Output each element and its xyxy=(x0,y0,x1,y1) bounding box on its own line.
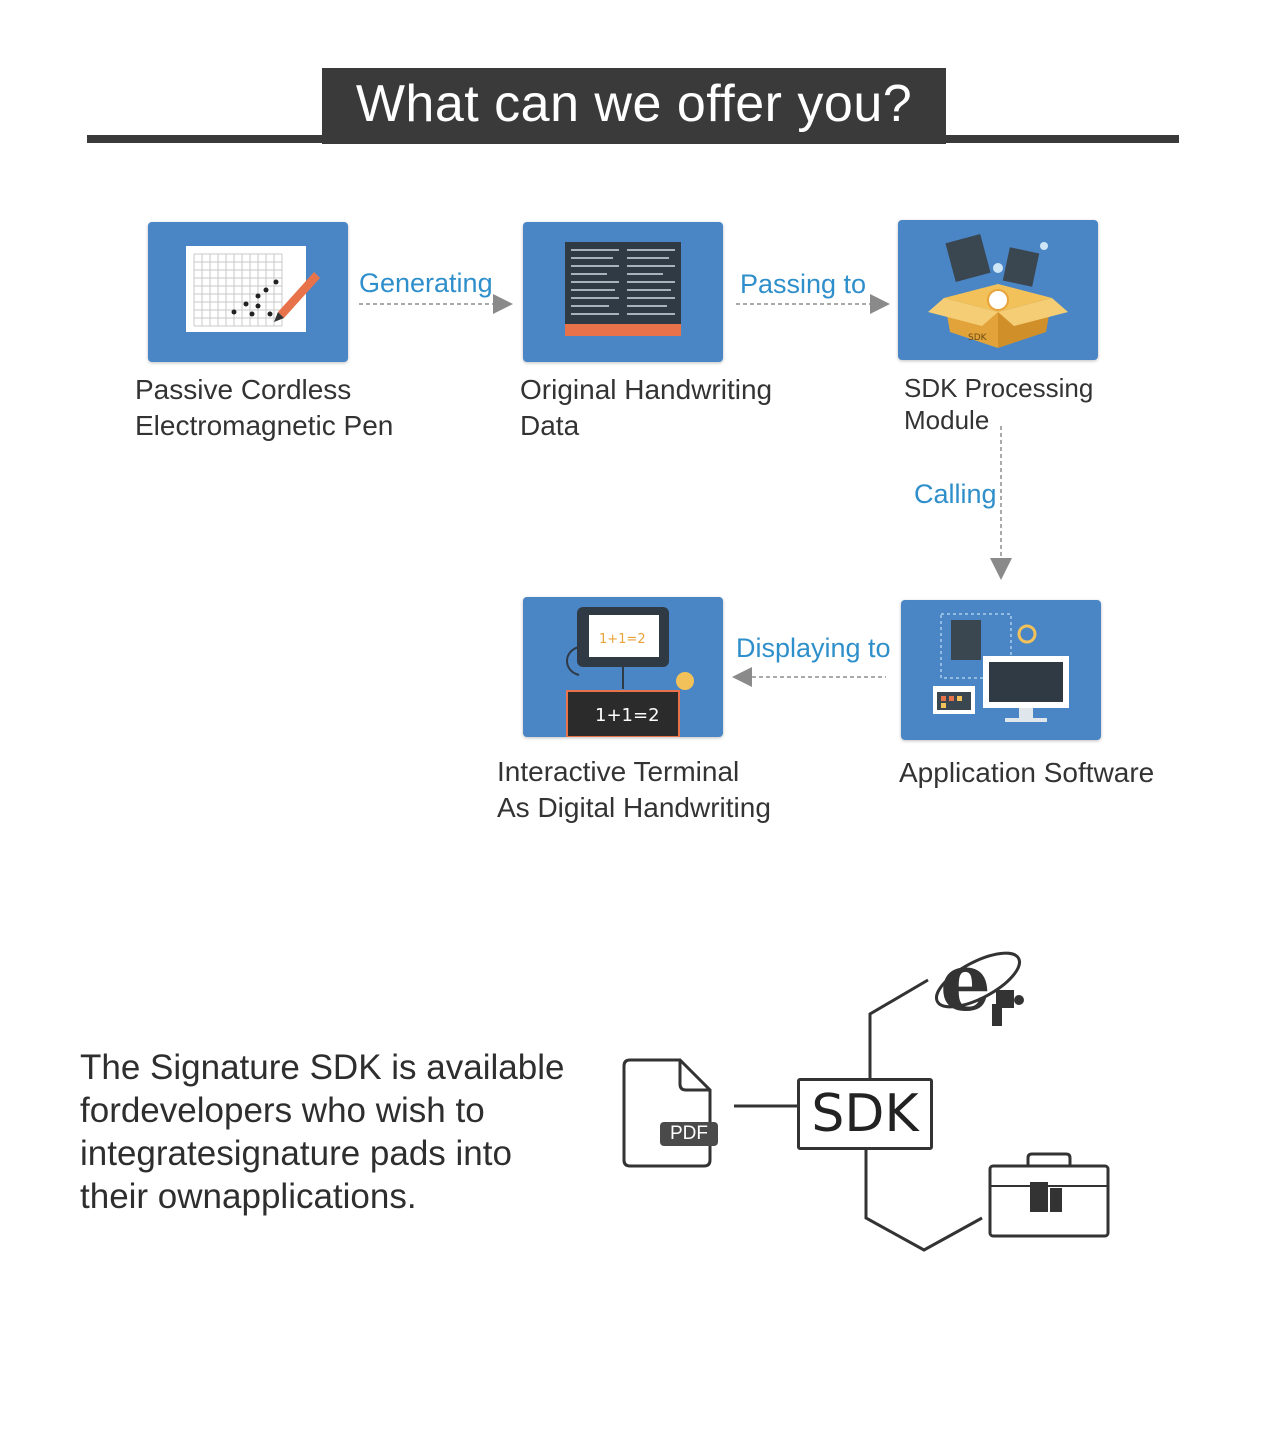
app-software-icon xyxy=(933,613,1069,722)
right-arrow-icon xyxy=(734,292,894,316)
passing-flow-label: Passing to xyxy=(740,269,867,299)
application-software-card xyxy=(901,600,1101,740)
application-software-label: Application Software xyxy=(899,757,1155,788)
pdf-tag: PDF xyxy=(660,1122,718,1146)
toolbox-icon xyxy=(988,1152,1110,1238)
generating-flow-label: Generating xyxy=(359,268,493,298)
sdk-description: The Signature SDK is available fordevelo… xyxy=(80,1048,565,1216)
sdk-box-icon: SDK xyxy=(928,234,1068,348)
pen-grid-icon xyxy=(186,246,320,332)
svg-text:1+1=2: 1+1=2 xyxy=(595,705,660,726)
browser-plugin-icon: e xyxy=(935,935,1024,1029)
svg-text:1+1=2: 1+1=2 xyxy=(599,632,646,647)
sdk-center-box: SDK xyxy=(797,1078,933,1150)
sdk-processing-card: SDK xyxy=(898,220,1098,360)
svg-text:e: e xyxy=(940,935,991,1029)
terminal-tablet-icon: 1+1=2 1+1=2 xyxy=(566,607,694,737)
svg-text:SDK: SDK xyxy=(968,333,988,343)
down-arrow-icon xyxy=(988,424,1014,582)
calling-flow-label: Calling xyxy=(914,479,997,509)
displaying-flow-label: Displaying to xyxy=(736,633,891,663)
right-arrow-icon xyxy=(357,292,517,316)
pen-card xyxy=(148,222,348,362)
interactive-terminal-card: 1+1=2 1+1=2 xyxy=(523,597,723,737)
pdf-file-icon xyxy=(622,1058,712,1168)
left-arrow-icon xyxy=(728,665,888,689)
data-screen-icon xyxy=(565,242,681,336)
handwriting-data-card xyxy=(523,222,723,362)
page-title: What can we offer you? xyxy=(322,68,946,144)
